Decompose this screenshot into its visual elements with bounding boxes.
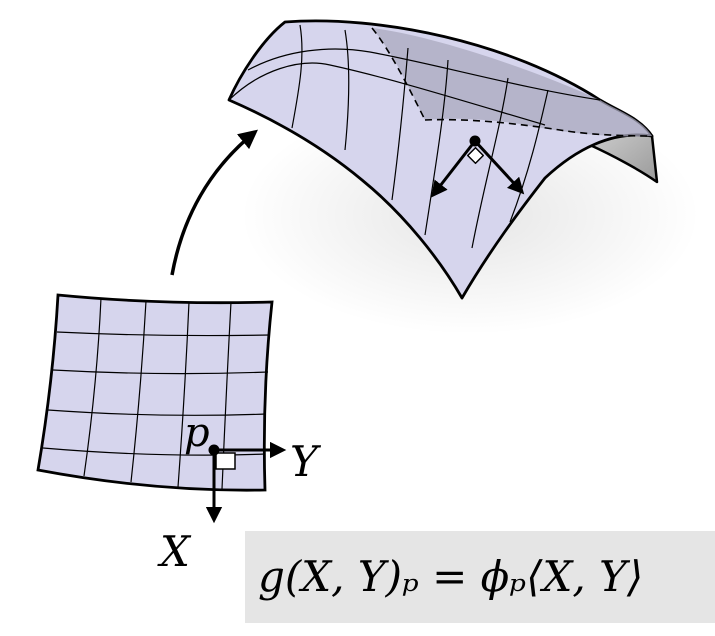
formula-box: [245, 531, 715, 623]
surface-grid-v5: [471, 77, 509, 249]
surface-grid-v1: [291, 24, 303, 129]
flat-domain: p Y X: [36, 293, 322, 576]
label-vector-x: X: [157, 527, 192, 576]
domain-grid-v3: [177, 301, 190, 488]
surface-point: [469, 135, 481, 147]
domain-grid-h2: [52, 369, 269, 375]
surface-grid-v2: [344, 29, 350, 151]
domain-grid-v1: [83, 297, 102, 477]
surface-shaded-band: [372, 28, 652, 137]
surface-grid-u1: [228, 62, 546, 126]
label-point-p: p: [184, 410, 210, 456]
domain-grid-v2: [130, 300, 147, 483]
surface-tangent-vectors: [430, 135, 525, 198]
label-vector-y: Y: [290, 437, 322, 486]
domain-grid-h1: [56, 331, 271, 337]
surface-grid-v4: [424, 59, 449, 236]
surface-vector-left: [430, 140, 477, 198]
surface-grid-v3: [391, 47, 409, 201]
surface-hidden-edge-2: [424, 118, 653, 137]
domain-grid-h4: [42, 447, 266, 456]
surface-right-angle-marker: [466, 146, 485, 165]
mapping-arrow: [170, 129, 258, 276]
surface-grid-u2: [247, 48, 601, 101]
domain-patch: [36, 293, 274, 492]
surface-grid-v6: [509, 89, 549, 223]
domain-right-angle-marker: [215, 452, 236, 470]
metric-formula: g(X, Y)ₚ = ϕₚ⟨X, Y⟩: [258, 552, 644, 601]
curved-surface: [227, 19, 659, 300]
surface-vector-right: [473, 139, 525, 195]
surface-hidden-edge-1: [371, 27, 426, 121]
domain-grid-h3: [47, 409, 267, 416]
domain-point: [208, 444, 220, 456]
